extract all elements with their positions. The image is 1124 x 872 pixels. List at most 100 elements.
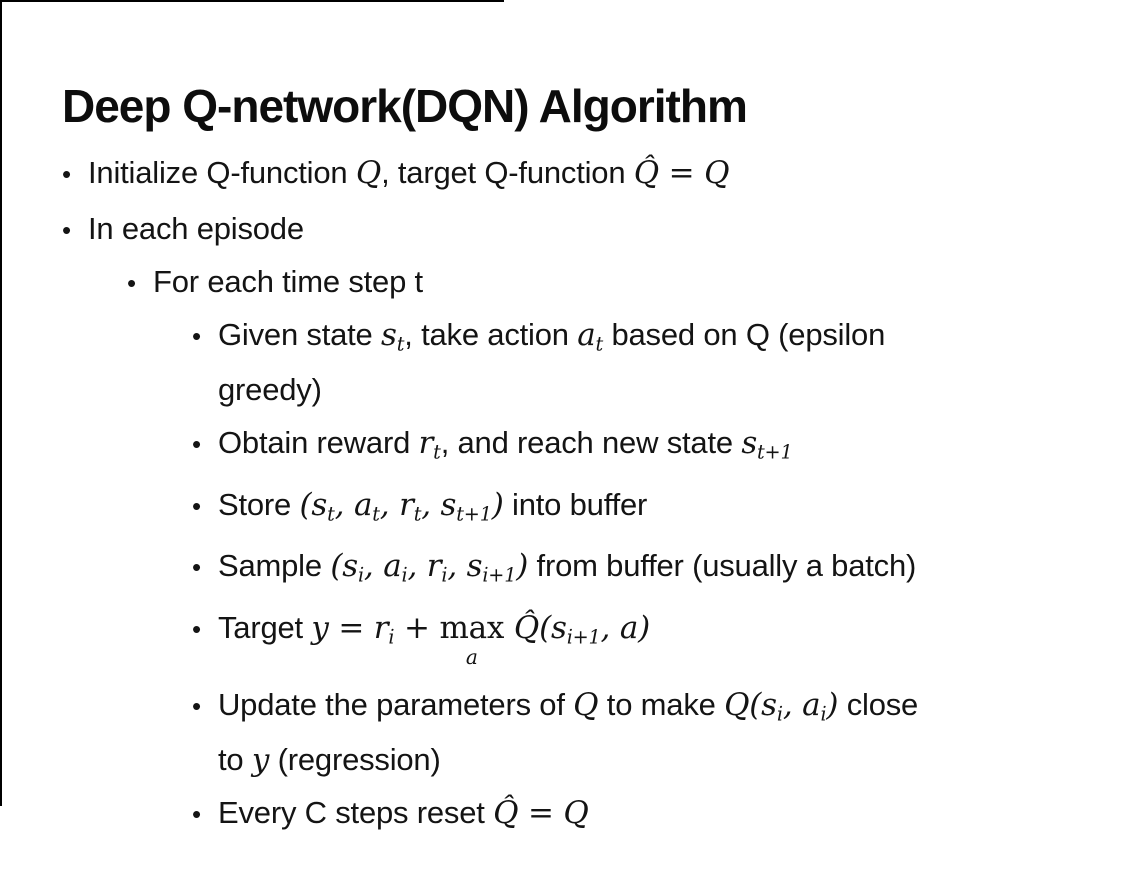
bullet-item: • Obtain reward rt, and reach new state s…	[0, 420, 1104, 475]
bullet-marker-icon: •	[192, 552, 201, 583]
math-segment: r	[418, 425, 434, 462]
math-segment: i	[401, 563, 408, 587]
text-segment: In each episode	[88, 211, 304, 246]
bullet-item: •Every C steps reset Q̂ = Q	[0, 790, 1104, 837]
bullet-marker-icon: •	[192, 799, 201, 830]
math-segment: , a	[363, 548, 402, 585]
bullet-item: • For each time step t	[0, 259, 1104, 306]
math-segment: Q̂ = Q	[493, 795, 589, 832]
math-segment: , r	[379, 486, 414, 523]
bullet-text: Sample (si, ai, ri, si+1) from buffer (u…	[218, 543, 916, 598]
bullet-line: • Store (st, at, rt, st+1) into buffer	[192, 482, 1104, 537]
math-segment: i	[820, 702, 827, 726]
bullet-text: to y (regression)	[218, 737, 441, 783]
bullet-marker-icon: •	[192, 429, 201, 460]
bullet-text: Initialize Q-function Q, target Q-functi…	[88, 150, 730, 196]
bullet-item: • Initialize Q-function Q, target Q-funct…	[0, 150, 1104, 197]
text-segment: Update the parameters of	[218, 686, 574, 722]
text-segment: based on Q (epsilon	[603, 317, 886, 352]
bullet-line: •Sample (si, ai, ri, si+1) from buffer (…	[192, 543, 1104, 598]
bullet-text: In each episode	[88, 206, 304, 252]
text-segment: Store	[218, 486, 300, 522]
math-segment: , r	[407, 548, 442, 585]
bullet-line: •to y (regression)	[192, 737, 1104, 784]
text-segment: For each time step t	[153, 264, 423, 299]
bullet-line: • Initialize Q-function Q, target Q-funct…	[62, 150, 1104, 197]
math-segment: +	[394, 609, 440, 646]
text-segment: Sample	[218, 548, 331, 584]
math-segment: t	[595, 332, 604, 356]
bullet-item: • In each episode	[0, 206, 1104, 253]
math-segment: i	[776, 702, 783, 726]
bullet-line: • In each episode	[62, 206, 1104, 253]
bullet-text: greedy)	[218, 367, 322, 413]
bullet-list: • Initialize Q-function Q, target Q-funct…	[0, 150, 1104, 843]
math-segment: Q(s	[724, 686, 777, 723]
math-segment: i+1	[566, 624, 601, 648]
bullet-marker-icon: •	[62, 215, 71, 245]
bullet-text: For each time step t	[153, 259, 423, 305]
bullet-line: •Given state st, take action at based on…	[192, 312, 1104, 367]
text-segment: , take action	[404, 317, 578, 352]
bullet-line: •greedy)	[192, 367, 1104, 414]
text-segment: to make	[598, 686, 725, 722]
math-segment: Q	[355, 155, 382, 191]
math-segment: i	[388, 624, 395, 648]
math-segment: , s	[447, 548, 483, 585]
text-segment: into buffer	[503, 486, 648, 522]
slide-title: Deep Q-network(DQN) Algorithm	[62, 79, 748, 132]
math-segment: y = r	[311, 609, 389, 646]
text-segment: , and reach new state	[440, 425, 742, 461]
bullet-item: •Sample (si, ai, ri, si+1) from buffer (…	[0, 543, 1104, 598]
bullet-line: •Every C steps reset Q̂ = Q	[192, 790, 1104, 837]
math-segment: y	[251, 742, 270, 779]
math-segment: , a	[782, 686, 821, 723]
math-segment: t	[327, 502, 335, 526]
math-segment: , s	[421, 486, 457, 523]
text-segment: from buffer (usually a batch)	[528, 548, 917, 584]
math-segment: i	[357, 563, 364, 587]
math-segment: Q̂ = Q	[633, 155, 730, 191]
math-segment: s	[381, 317, 397, 353]
math-segment: Q̂(s	[504, 609, 567, 646]
text-segment: Given state	[218, 317, 382, 352]
bullet-item: •Given state st, take action at based on…	[0, 312, 1104, 414]
math-segment: t	[413, 502, 422, 526]
math-segment: )	[826, 686, 839, 723]
text-segment: , target Q-function	[381, 155, 634, 190]
math-segment: )	[516, 548, 529, 585]
bullet-item: •Update the parameters of Q to make Q(si…	[0, 682, 1104, 784]
math-segment: , a	[334, 486, 373, 523]
text-segment: to	[218, 742, 252, 778]
bullet-marker-icon: •	[192, 490, 201, 521]
math-segment: t	[433, 440, 441, 464]
math-segment: , a)	[600, 609, 651, 646]
text-segment: Target	[218, 609, 312, 645]
math-segment: Q	[573, 686, 599, 723]
math-segment: t+1	[757, 440, 793, 464]
bullet-text: Store (st, at, rt, st+1) into buffer	[218, 482, 647, 537]
text-segment: greedy)	[218, 372, 322, 408]
math-segment: t	[372, 502, 380, 526]
bullet-marker-icon: •	[192, 321, 201, 351]
bullet-marker-icon: •	[62, 159, 71, 189]
bullet-line: • Obtain reward rt, and reach new state s…	[192, 420, 1104, 475]
text-segment: Obtain reward	[218, 425, 419, 461]
math-segment: i+1	[482, 563, 517, 587]
bullet-line: • For each time step t	[127, 259, 1104, 306]
bullet-line: •Update the parameters of Q to make Q(si…	[192, 682, 1104, 737]
math-segment: i	[441, 563, 448, 587]
text-segment: (regression)	[269, 742, 441, 778]
math-segment: s	[741, 425, 758, 462]
bullet-marker-icon: •	[192, 613, 201, 644]
bullet-marker-icon: •	[127, 268, 136, 298]
math-segment: (s	[330, 548, 358, 585]
math-segment: (s	[299, 486, 328, 523]
text-segment: close	[838, 686, 919, 722]
slide-border-top	[0, 0, 504, 2]
math-segment: )	[491, 486, 504, 523]
